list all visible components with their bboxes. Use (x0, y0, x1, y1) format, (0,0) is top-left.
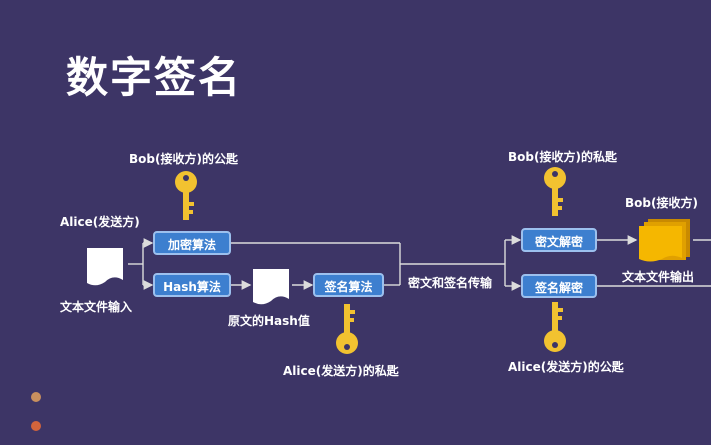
decrypt-box: 密文解密 (521, 228, 597, 252)
output-document-icon (639, 219, 690, 262)
hash-algorithm-box: Hash算法 (153, 273, 231, 297)
page-title: 数字签名 (66, 53, 243, 102)
input-document-icon (87, 248, 123, 286)
bob-private-key-icon (544, 167, 566, 216)
decor-dot-top (31, 392, 41, 402)
alice-public-key-icon (544, 302, 566, 352)
alice-sender-label: Alice(发送方) (60, 215, 140, 229)
bob-public-key-icon (175, 171, 197, 220)
alice-private-key-label: Alice(发送方)的私匙 (283, 364, 399, 378)
bob-receiver-label: Bob(接收方) (625, 196, 698, 210)
transmit-label: 密文和签名传输 (408, 276, 493, 290)
decor-dot-bottom (31, 421, 41, 431)
text-input-label: 文本文件输入 (60, 300, 133, 314)
sign-algorithm-box: 签名算法 (313, 273, 384, 297)
verify-box: 签名解密 (521, 274, 597, 298)
bob-public-key-label: Bob(接收方)的公匙 (129, 152, 238, 166)
hash-document-icon (253, 269, 289, 305)
alice-public-key-label: Alice(发送方)的公匙 (508, 360, 624, 374)
alice-private-key-icon (336, 304, 358, 354)
text-output-label: 文本文件输出 (622, 270, 695, 284)
encrypt-algorithm-box: 加密算法 (153, 231, 231, 255)
original-hash-label: 原文的Hash值 (228, 314, 310, 328)
bob-private-key-label: Bob(接收方)的私匙 (508, 150, 617, 164)
